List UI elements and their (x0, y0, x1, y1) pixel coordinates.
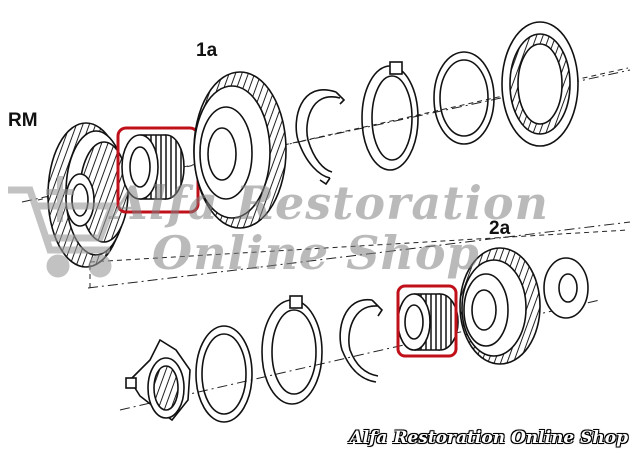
label-second-gear: 2a (489, 218, 511, 239)
watermark-line-2: Online Shop (152, 226, 480, 280)
thrust-washer (543, 257, 589, 319)
thin-ring-lower (195, 325, 253, 423)
synchro-sleeve-upper (501, 21, 579, 147)
label-first-gear: 1a (196, 40, 218, 61)
split-ring-upper (295, 89, 346, 186)
thin-ring-upper (433, 51, 495, 145)
label-rm: RM (8, 110, 38, 131)
synchro-ring-upper (361, 61, 419, 171)
synchro-hub-lower (125, 338, 191, 422)
needle-bearing-lower (397, 293, 459, 351)
split-ring-lower (339, 299, 384, 383)
needle-bearing-upper (121, 134, 185, 200)
shopping-cart-icon (8, 176, 118, 278)
second-gear (459, 247, 541, 365)
synchro-ring-lower (261, 295, 323, 405)
highlight-box-lower (396, 284, 458, 358)
footer-brand-text: Alfa Restoration Online Shop (349, 428, 628, 448)
first-gear (193, 71, 287, 229)
watermark-line-1: Alfa Restoration (112, 176, 549, 230)
